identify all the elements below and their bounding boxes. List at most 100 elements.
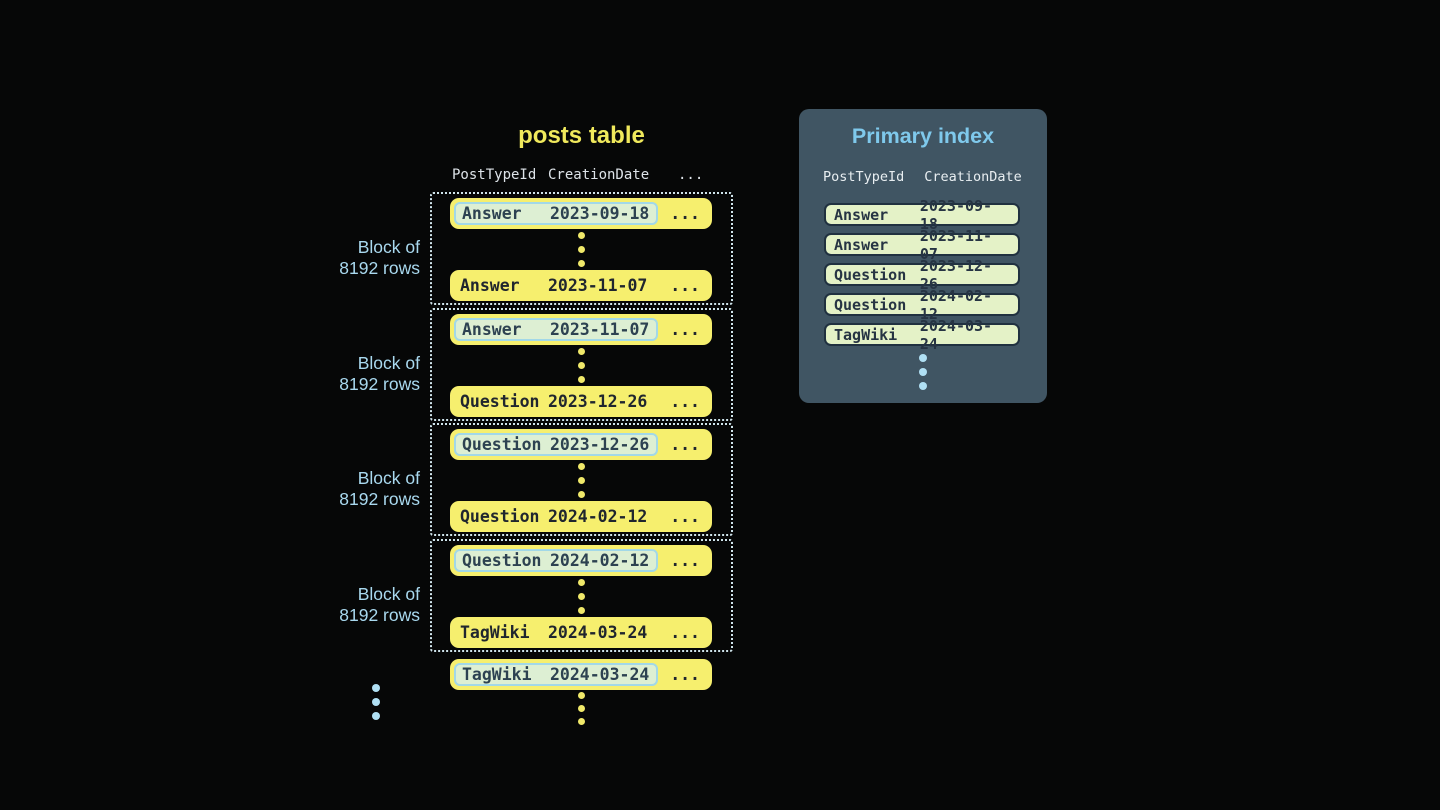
dot-icon xyxy=(577,348,585,355)
block-label: Block of 8192 rows xyxy=(220,237,420,279)
cell-more: ... xyxy=(670,551,700,570)
cell-posttypeid: Question xyxy=(834,265,907,284)
table-row: Question 2023-12-26 ... xyxy=(450,386,712,417)
block-3: Question 2023-12-26 ... Question 2024-02… xyxy=(430,423,733,536)
cell-creationdate: 2024-03-24 xyxy=(548,623,648,642)
cell-more: ... xyxy=(670,665,700,684)
row-cells: TagWiki 2024-03-24 xyxy=(450,623,648,642)
table-row: Question 2023-12-26 ... xyxy=(450,429,712,460)
block-label-line2: 8192 rows xyxy=(339,489,420,509)
cell-creationdate: 2023-12-26 xyxy=(548,392,648,411)
cell-creationdate: 2024-02-12 xyxy=(550,551,650,570)
block-label-line1: Block of xyxy=(357,468,420,488)
dot-icon xyxy=(577,593,585,600)
dot-icon xyxy=(372,698,380,706)
table-row: Question 2024-02-12 ... xyxy=(450,545,712,576)
cell-posttypeid: Answer xyxy=(834,235,889,254)
cell-creationdate: 2023-09-18 xyxy=(550,204,650,223)
cell-posttypeid: Answer xyxy=(462,204,522,223)
table-row: Question 2024-02-12 ... xyxy=(450,501,712,532)
block-4: Question 2024-02-12 ... TagWiki 2024-03-… xyxy=(430,539,733,652)
cell-more: ... xyxy=(670,507,700,526)
table-row: Answer 2023-11-07 ... xyxy=(450,314,712,345)
ellipsis-dots xyxy=(450,692,712,725)
cell-posttypeid: Question xyxy=(462,551,542,570)
dot-icon xyxy=(919,354,927,362)
block-label: Block of 8192 rows xyxy=(220,468,420,510)
row-highlight: Answer 2023-09-18 xyxy=(454,202,658,225)
ellipsis-dots xyxy=(450,232,712,267)
cell-posttypeid: Question xyxy=(460,392,540,411)
row-highlight: Question 2023-12-26 xyxy=(454,433,658,456)
block-2: Answer 2023-11-07 ... Question 2023-12-2… xyxy=(430,308,733,421)
index-row: TagWiki 2024-03-24 xyxy=(824,317,1020,353)
primary-index-column-headers: PostTypeId CreationDate xyxy=(823,169,1022,185)
dot-icon xyxy=(577,260,585,267)
row-cells: Question 2024-02-12 xyxy=(450,507,648,526)
cell-posttypeid: Answer xyxy=(462,320,522,339)
ellipsis-dots xyxy=(799,354,1047,390)
table-row: Answer 2023-11-07 ... xyxy=(450,270,712,301)
cell-posttypeid: TagWiki xyxy=(462,665,532,684)
dot-icon xyxy=(372,684,380,692)
cell-creationdate: 2023-11-07 xyxy=(919,226,993,263)
table-row: Answer 2023-09-18 ... xyxy=(450,198,712,229)
block-label: Block of 8192 rows xyxy=(220,584,420,626)
block-label-line2: 8192 rows xyxy=(339,605,420,625)
posts-table-title: posts table xyxy=(518,122,645,149)
cell-creationdate: 2023-11-07 xyxy=(550,320,650,339)
primary-index-title: Primary index xyxy=(851,124,995,148)
block-label-line2: 8192 rows xyxy=(339,374,420,394)
cell-creationdate: 2023-11-07 xyxy=(548,276,648,295)
dot-icon xyxy=(577,607,585,614)
ellipsis-dots xyxy=(450,348,712,383)
block-1: Answer 2023-09-18 ... Answer 2023-11-07 … xyxy=(430,192,733,305)
posts-table-column-headers: PostTypeId CreationDate ... xyxy=(452,167,703,183)
row-highlight: Answer 2023-11-07 xyxy=(454,318,658,341)
index-row: Answer 2023-09-18 xyxy=(824,197,1020,233)
dot-icon xyxy=(919,368,927,376)
cell-posttypeid: Question xyxy=(462,435,542,454)
cell-more: ... xyxy=(670,392,700,411)
dot-icon xyxy=(577,376,585,383)
cell-creationdate: 2024-03-24 xyxy=(550,665,650,684)
table-row: TagWiki 2024-03-24 ... xyxy=(450,617,712,648)
dot-icon xyxy=(577,477,585,484)
block-label-line1: Block of xyxy=(357,353,420,373)
row-cells: Answer 2023-11-07 xyxy=(450,276,648,295)
dot-icon xyxy=(577,362,585,369)
block-label-line1: Block of xyxy=(357,237,420,257)
table-row-tail: TagWiki 2024-03-24 ... xyxy=(450,659,712,690)
cell-creationdate: 2024-02-12 xyxy=(919,286,993,323)
dot-icon xyxy=(577,705,585,712)
row-cells: Question 2023-12-26 xyxy=(450,392,648,411)
column-header-more: ... xyxy=(678,167,704,183)
dot-icon xyxy=(577,463,585,470)
cell-more: ... xyxy=(670,204,700,223)
column-header-posttypeid: PostTypeId xyxy=(823,169,905,185)
cell-posttypeid: Answer xyxy=(834,205,889,224)
dot-icon xyxy=(577,718,585,725)
dot-icon xyxy=(577,579,585,586)
cell-posttypeid: Answer xyxy=(460,276,520,295)
cell-posttypeid: TagWiki xyxy=(834,325,898,344)
cell-creationdate: 2023-12-26 xyxy=(919,256,993,293)
cell-posttypeid: Question xyxy=(460,507,540,526)
dot-icon xyxy=(577,232,585,239)
column-header-posttypeid: PostTypeId xyxy=(452,167,537,183)
dot-icon xyxy=(577,491,585,498)
index-row: Answer 2023-11-07 xyxy=(824,227,1020,263)
cell-posttypeid: TagWiki xyxy=(460,623,530,642)
column-header-creationdate: CreationDate xyxy=(924,169,1022,185)
index-row: Question 2024-02-12 xyxy=(824,287,1020,323)
cell-more: ... xyxy=(670,623,700,642)
dot-icon xyxy=(577,692,585,699)
block-label-line1: Block of xyxy=(357,584,420,604)
row-highlight: Question 2024-02-12 xyxy=(454,549,658,572)
row-highlight: TagWiki 2024-03-24 xyxy=(454,663,658,686)
cell-creationdate: 2023-12-26 xyxy=(550,435,650,454)
column-header-creationdate: CreationDate xyxy=(548,167,650,183)
dot-icon xyxy=(577,246,585,253)
primary-index-panel: Primary index PostTypeId CreationDate An… xyxy=(799,109,1047,403)
